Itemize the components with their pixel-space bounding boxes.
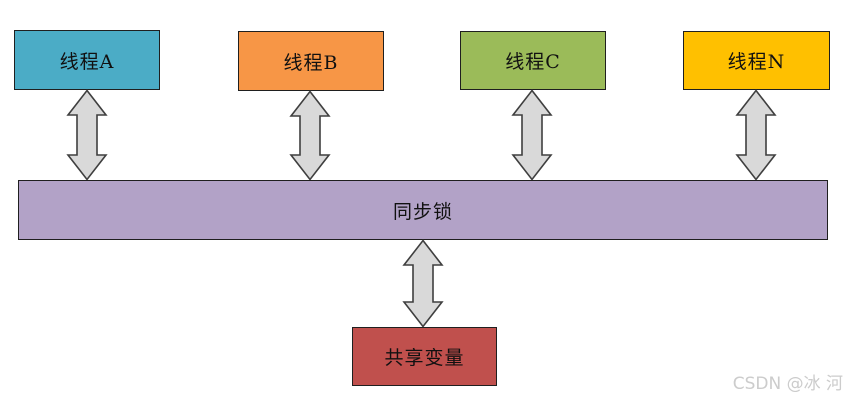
thread-b-box: 线程B [238, 31, 384, 91]
thread-c-box: 线程C [460, 31, 606, 90]
watermark: CSDN @冰 河 [732, 374, 843, 394]
double-arrow-icon [735, 89, 777, 181]
thread-n-label: 线程N [727, 51, 786, 73]
thread-c-label: 线程C [505, 51, 561, 73]
double-arrow-icon [66, 89, 108, 181]
sync-lock-bar: 同步锁 [18, 180, 828, 240]
double-arrow-icon [289, 90, 331, 181]
double-arrow-icon [402, 239, 444, 328]
thread-a-box: 线程A [14, 30, 160, 90]
shared-variable-label: 共享变量 [384, 347, 465, 369]
thread-a-label: 线程A [59, 50, 115, 73]
thread-n-box: 线程N [683, 31, 830, 90]
sync-lock-label: 同步锁 [392, 200, 453, 223]
shared-variable-box: 共享变量 [352, 327, 497, 386]
thread-b-label: 线程B [283, 51, 339, 74]
double-arrow-icon [511, 89, 553, 181]
